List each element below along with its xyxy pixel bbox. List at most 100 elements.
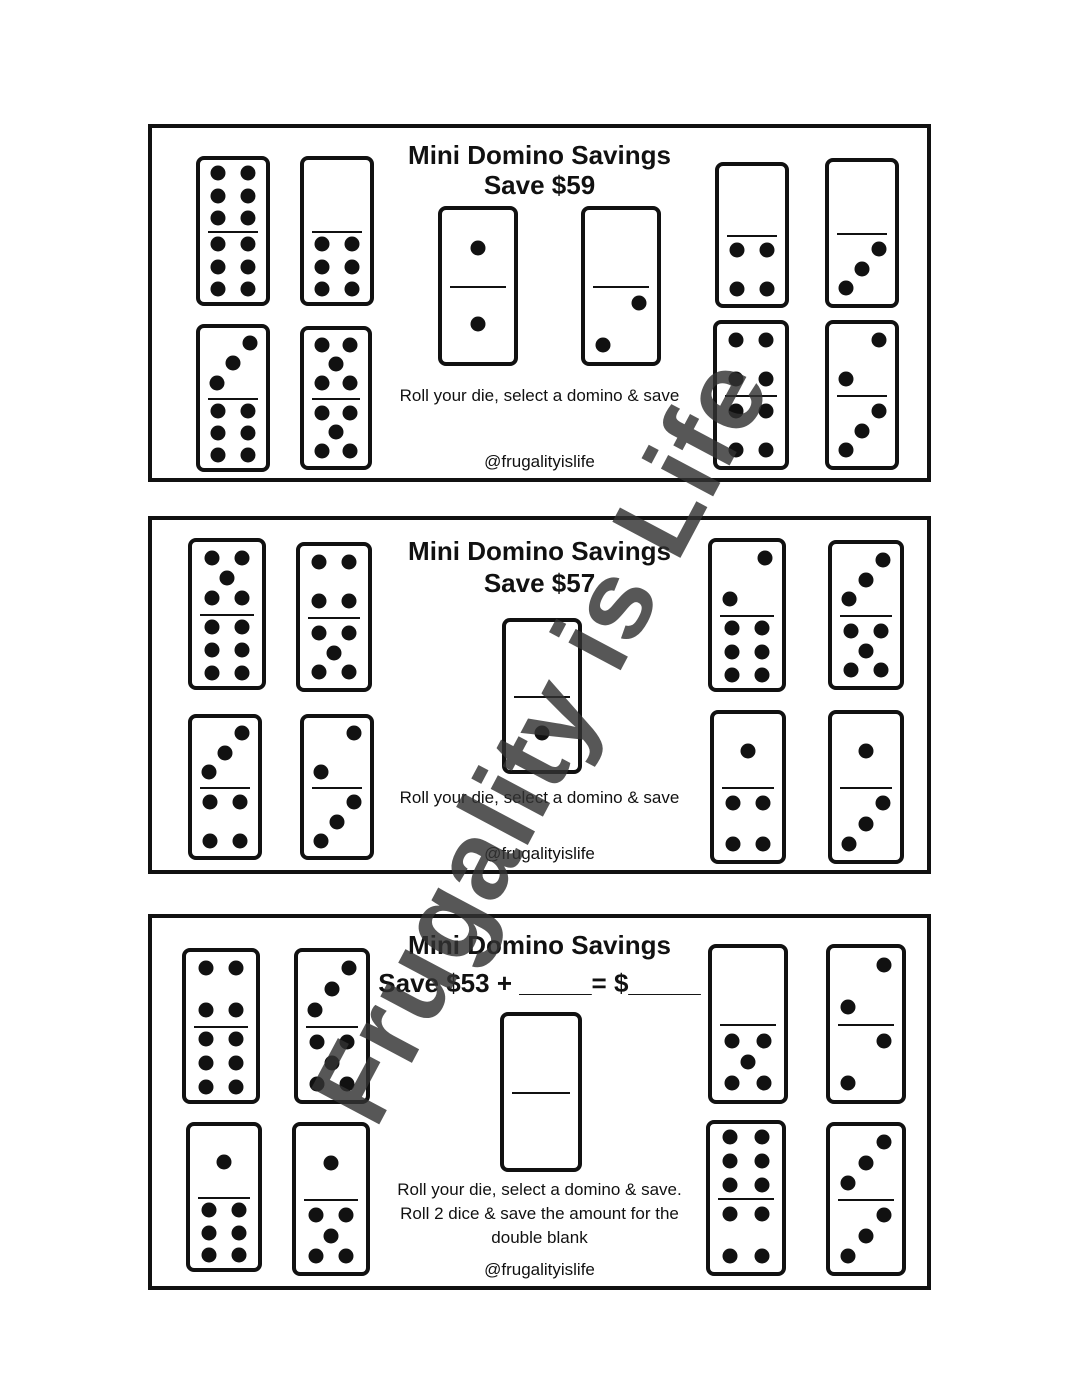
domino-pip (725, 836, 741, 852)
domino-pip (758, 403, 774, 419)
domino-pip (202, 833, 218, 849)
domino-pip (323, 1155, 339, 1170)
domino[interactable] (182, 948, 260, 1104)
domino[interactable] (300, 326, 372, 470)
domino-pip (231, 1202, 247, 1218)
domino-pip (231, 1247, 247, 1263)
domino-pip (858, 643, 874, 658)
domino-divider (837, 395, 887, 397)
domino[interactable] (828, 710, 904, 864)
domino[interactable] (710, 710, 786, 864)
domino-pip (843, 623, 859, 639)
domino-pip (858, 1155, 874, 1170)
domino-pip (341, 625, 357, 641)
domino-pip (328, 356, 344, 372)
domino-pip (341, 554, 357, 570)
domino[interactable] (300, 156, 374, 306)
domino-pip (740, 743, 756, 758)
domino-pip (198, 960, 214, 976)
domino-pip (240, 403, 256, 419)
domino-pip (841, 591, 857, 607)
domino-pip (314, 236, 330, 252)
domino-pip (754, 667, 770, 683)
domino-pip (873, 662, 889, 678)
domino-divider (838, 1199, 894, 1201)
domino[interactable] (500, 1012, 582, 1172)
domino[interactable] (438, 206, 518, 366)
instruction-line: Roll your die, select a domino & save. (397, 1180, 682, 1199)
instruction-line: double blank (491, 1228, 588, 1247)
domino-pip (308, 1207, 324, 1223)
domino[interactable] (186, 1122, 262, 1272)
domino-pip (858, 1228, 874, 1243)
domino[interactable] (581, 206, 661, 366)
domino-pip (729, 281, 745, 297)
domino-pip (240, 425, 256, 441)
domino-pip (209, 375, 224, 391)
domino-pip (755, 795, 771, 811)
domino[interactable] (708, 944, 788, 1104)
domino-pip (202, 794, 218, 810)
domino-pip (240, 210, 256, 226)
domino[interactable] (196, 156, 270, 306)
domino[interactable] (300, 714, 374, 860)
card-instructions: Roll your die, select a domino & save (399, 386, 680, 405)
domino[interactable] (825, 320, 899, 470)
domino-pip (234, 590, 250, 606)
domino-pip (232, 794, 248, 810)
domino-pip (840, 1075, 856, 1091)
domino[interactable] (708, 538, 786, 692)
domino[interactable] (715, 162, 789, 308)
domino[interactable] (826, 1122, 906, 1276)
card-title: Mini Domino Savings (408, 536, 671, 566)
domino[interactable] (292, 1122, 370, 1276)
domino[interactable] (706, 1120, 786, 1276)
domino-pip (754, 620, 770, 636)
domino-pip (314, 281, 330, 297)
domino[interactable] (296, 542, 372, 692)
domino-pip (329, 814, 345, 829)
domino-divider (312, 787, 362, 789)
domino[interactable] (713, 320, 789, 470)
domino-pip (240, 281, 256, 297)
domino[interactable] (188, 538, 266, 690)
savings-card-1: Mini Domino Savings Save $59 Roll your d… (148, 124, 931, 482)
domino-pip (722, 591, 737, 607)
domino-pip (725, 795, 741, 811)
domino-pip (755, 836, 771, 852)
domino-pip (342, 375, 358, 391)
domino-pip (854, 261, 870, 276)
domino-pip (210, 165, 226, 181)
domino-pip (724, 1075, 740, 1091)
domino-pip (204, 590, 220, 606)
domino-divider (208, 398, 258, 400)
domino-pip (342, 337, 358, 353)
domino-pip (722, 1177, 738, 1193)
domino-pip (341, 960, 357, 976)
domino[interactable] (502, 618, 582, 774)
domino-pip (858, 743, 874, 758)
domino-pip (876, 1134, 892, 1150)
domino-divider (306, 1026, 358, 1028)
domino-pip (740, 1054, 756, 1070)
domino-pip (234, 619, 250, 635)
domino[interactable] (196, 324, 270, 472)
domino-pip (240, 165, 256, 181)
domino-pip (309, 1034, 325, 1050)
domino-divider (450, 286, 506, 288)
domino-pip (311, 593, 327, 609)
domino[interactable] (828, 540, 904, 690)
domino-divider (722, 787, 774, 789)
domino[interactable] (188, 714, 262, 860)
domino-pip (344, 259, 360, 274)
domino[interactable] (294, 948, 370, 1104)
domino-pip (339, 1076, 355, 1092)
domino-pip (534, 725, 550, 741)
domino-pip (323, 1228, 339, 1243)
domino-pip (314, 259, 330, 274)
domino[interactable] (825, 158, 899, 308)
domino-pip (234, 725, 249, 741)
domino-divider (194, 1026, 248, 1028)
domino[interactable] (826, 944, 906, 1104)
domino-pip (201, 1225, 217, 1240)
